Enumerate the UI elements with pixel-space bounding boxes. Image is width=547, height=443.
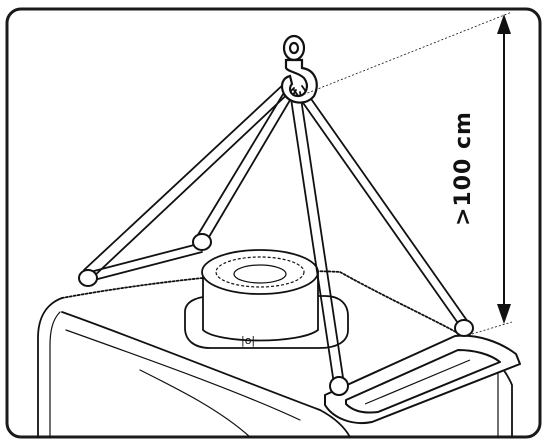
sling-right-a [293,89,461,327]
handle-grip-line [364,359,471,405]
ring-front [329,376,349,396]
filler-neck: |o| [184,249,349,349]
tank-handle [324,334,521,424]
tank-top-back-edge [61,270,471,341]
dimension-label: >100 cm [451,111,476,226]
double-arrow-icon [497,14,511,324]
tank-front-face [65,329,301,421]
hook-body [280,58,318,104]
hook-eye-hole [288,41,300,55]
sling-left-back-a [83,81,287,271]
sling-rings [78,233,474,396]
sling-left-back-b [91,87,295,279]
sling-bridge-a [89,243,199,273]
sling-back-center-b [205,89,297,243]
ring-right [454,319,474,337]
tank-right-corner [319,409,351,438]
neck-marking: |o| [241,334,255,347]
sling-right-b [301,85,469,323]
sling-front-a [289,91,335,385]
arrow-head-bottom [497,304,511,324]
tank-left-side-inner [49,311,61,438]
arrow-head-top [497,14,511,34]
diagram-frame [5,7,542,439]
slings [83,81,469,385]
ring-back-center [192,233,212,251]
ring-left-back [78,269,98,287]
lifting-hook-icon [280,34,318,104]
sling-back-center-a [195,85,289,239]
sling-bridge-b [93,251,203,281]
tank-left-side [37,297,63,438]
sling-front-b [299,91,345,385]
tank-front-top-edge [61,311,321,411]
height-dimension [299,11,513,335]
reference-line-bottom [471,321,513,335]
neck-opening [233,264,287,284]
handle-inner [345,349,501,414]
tank-front-face-lower [139,369,251,438]
